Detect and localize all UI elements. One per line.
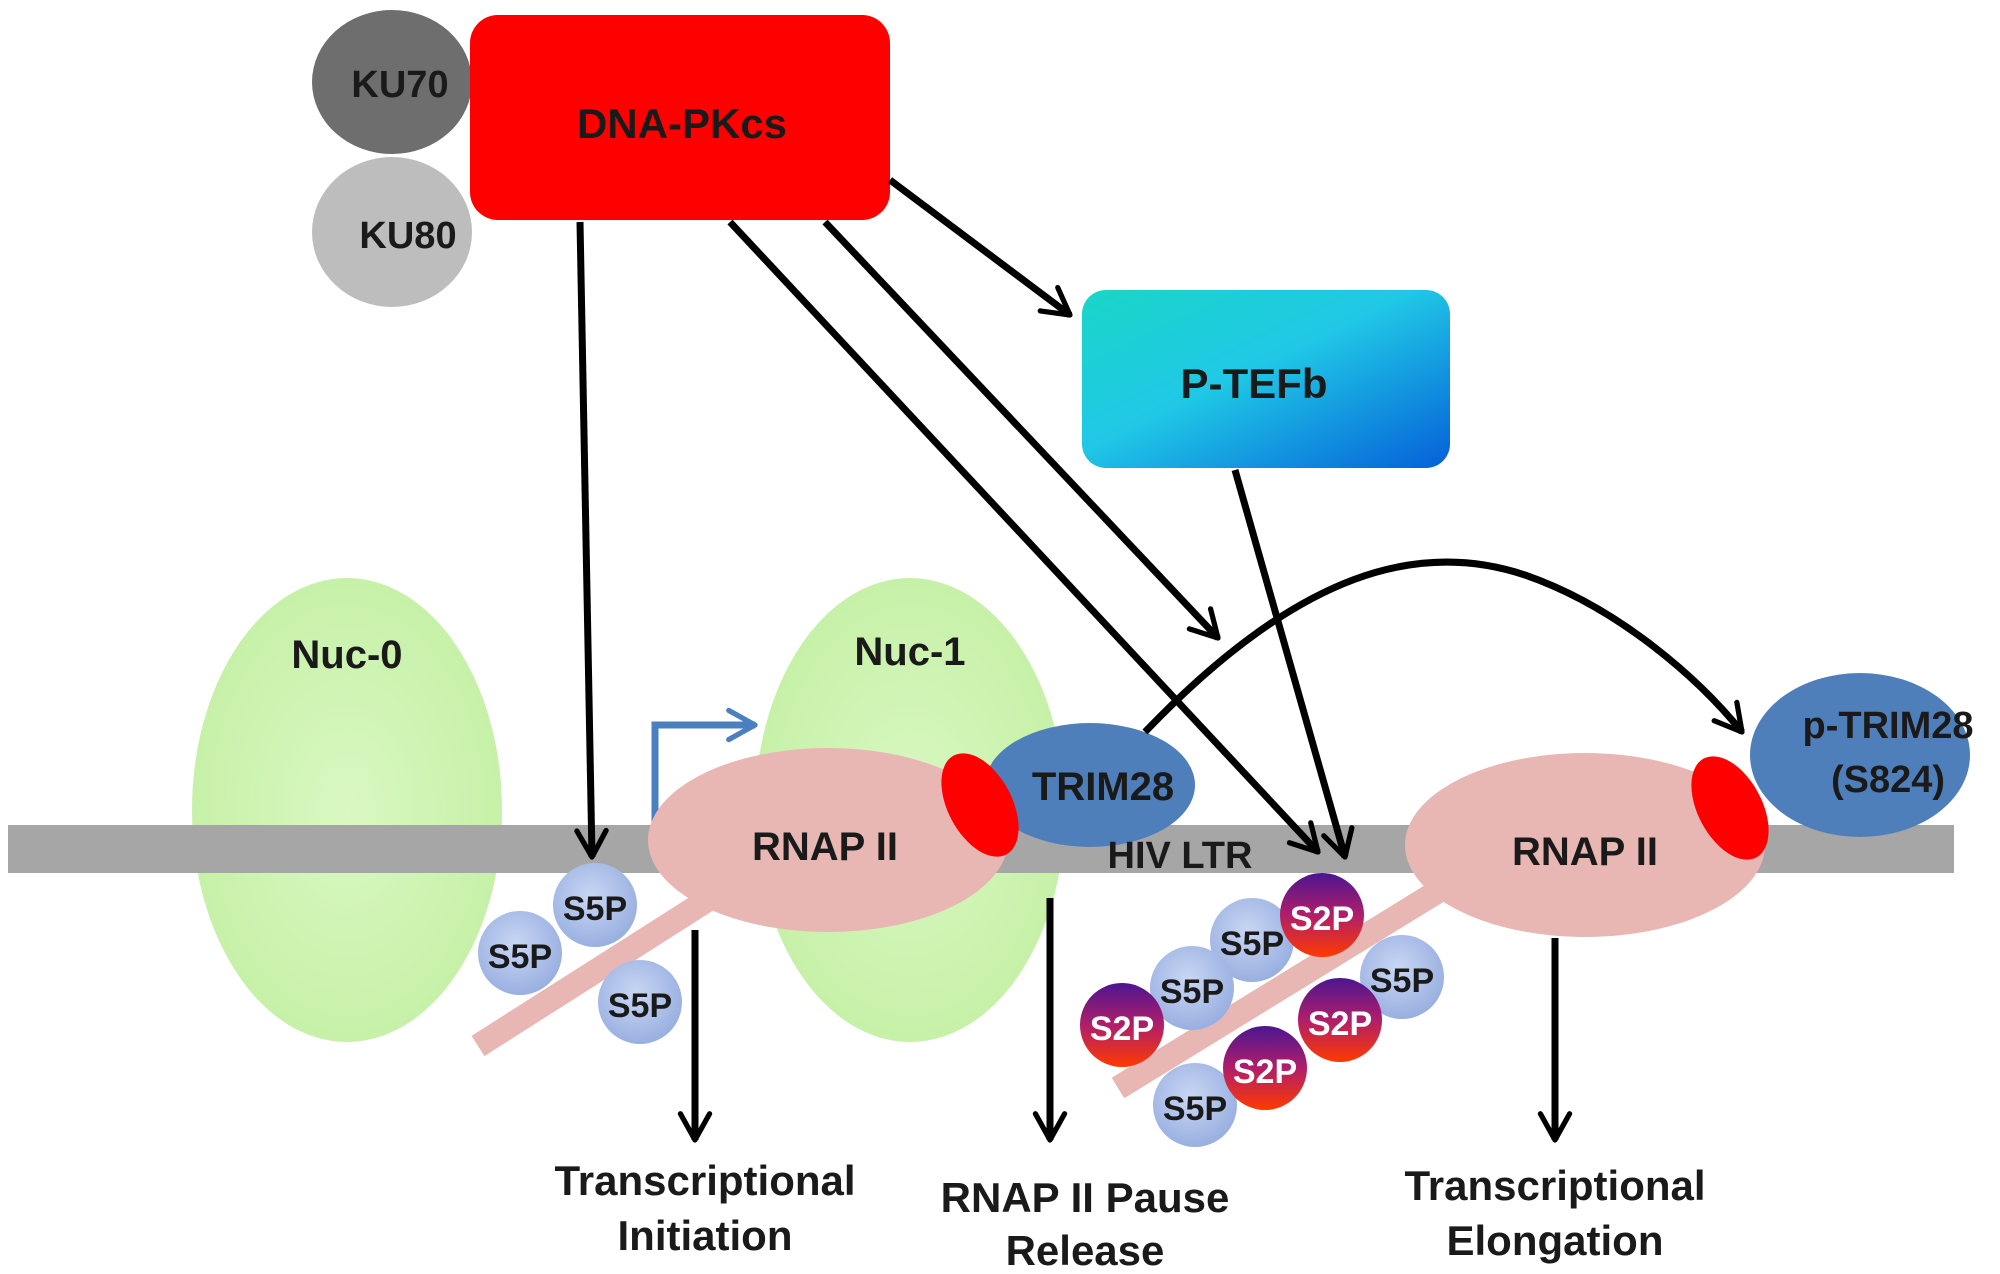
pause-release-label-line1: RNAP II Pause <box>941 1174 1230 1221</box>
svg-text:S5P: S5P <box>488 938 552 976</box>
ptefb-label: P-TEFb <box>1181 360 1328 407</box>
s2p-site: S2P <box>1298 978 1382 1062</box>
trim28-red-marker <box>941 753 1019 857</box>
dna-pkcs-label: DNA-PKcs <box>577 100 787 147</box>
s2p-site: S2P <box>1280 873 1364 957</box>
ptrim28-label-line2: (S824) <box>1831 759 1945 801</box>
initiation-label-line1: Transcriptional <box>554 1157 855 1204</box>
svg-text:S2P: S2P <box>1233 1053 1297 1091</box>
s5p-site: S5P <box>1153 1063 1237 1147</box>
svg-text:S5P: S5P <box>1220 925 1284 963</box>
svg-text:S2P: S2P <box>1090 1010 1154 1048</box>
arrow-ptefb-to-hiv-ltr <box>1231 469 1355 860</box>
elongation-label-line1: Transcriptional <box>1404 1162 1705 1209</box>
rnap2-label: RNAP II <box>1512 830 1658 874</box>
nuc1-label: Nuc-1 <box>854 630 965 674</box>
elongation-label-line2: Elongation <box>1447 1217 1664 1264</box>
ku80-label: KU80 <box>359 215 456 257</box>
tss-arrow-icon <box>651 707 758 826</box>
svg-text:S2P: S2P <box>1308 1005 1372 1043</box>
ptrim28-red-marker <box>1691 756 1769 860</box>
svg-text:S5P: S5P <box>1163 1090 1227 1128</box>
s5p-site: S5P <box>1360 935 1444 1019</box>
nuc0-nucleosome <box>192 578 502 1042</box>
arrow-dnapkcs-to-trim28-phosphorylation <box>822 219 1221 641</box>
arrow-dnapkcs-to-ptefb <box>887 177 1073 318</box>
s2p-site: S2P <box>1080 983 1164 1067</box>
ku80-ellipse <box>312 157 472 307</box>
ptefb-box <box>1082 290 1450 468</box>
trim28-label: TRIM28 <box>1032 765 1174 809</box>
s5p-site: S5P <box>1210 898 1294 982</box>
hiv-ltr-label: HIV LTR <box>1108 835 1253 877</box>
arrow-dnapkcs-to-initiation-site <box>574 221 609 860</box>
arrow-dnapkcs-to-hiv-ltr <box>727 219 1321 855</box>
ku70-label: KU70 <box>351 64 448 106</box>
nuc0-label: Nuc-0 <box>291 633 402 677</box>
svg-text:S5P: S5P <box>563 890 627 928</box>
ku70-ellipse <box>312 10 472 154</box>
pause-release-label-line2: Release <box>1006 1227 1165 1274</box>
rnap2-ctd-tail <box>1111 879 1447 1099</box>
rnap1-body <box>648 748 1008 932</box>
rnap1-label: RNAP II <box>752 825 898 869</box>
trim28-ellipse <box>985 723 1195 847</box>
svg-text:S5P: S5P <box>1160 973 1224 1011</box>
s2p-site: S2P <box>1223 1026 1307 1110</box>
initiation-label-line2: Initiation <box>618 1212 793 1259</box>
s5p-site: S5P <box>553 863 637 947</box>
ptrim28-label-line1: p-TRIM28 <box>1803 705 1974 747</box>
ptrim28-ellipse <box>1750 673 1970 837</box>
dna-pkcs-box <box>470 15 890 220</box>
s5p-site: S5P <box>478 911 562 995</box>
svg-text:S2P: S2P <box>1290 900 1354 938</box>
svg-text:S5P: S5P <box>1370 962 1434 1000</box>
svg-text:S5P: S5P <box>608 987 672 1025</box>
s5p-site: S5P <box>598 960 682 1044</box>
s5p-site: S5P <box>1150 946 1234 1030</box>
rnap1-ctd-tail <box>471 881 727 1057</box>
arrow-trim28-to-ptrim28 <box>1142 558 1745 735</box>
rnap2-body <box>1405 753 1765 937</box>
